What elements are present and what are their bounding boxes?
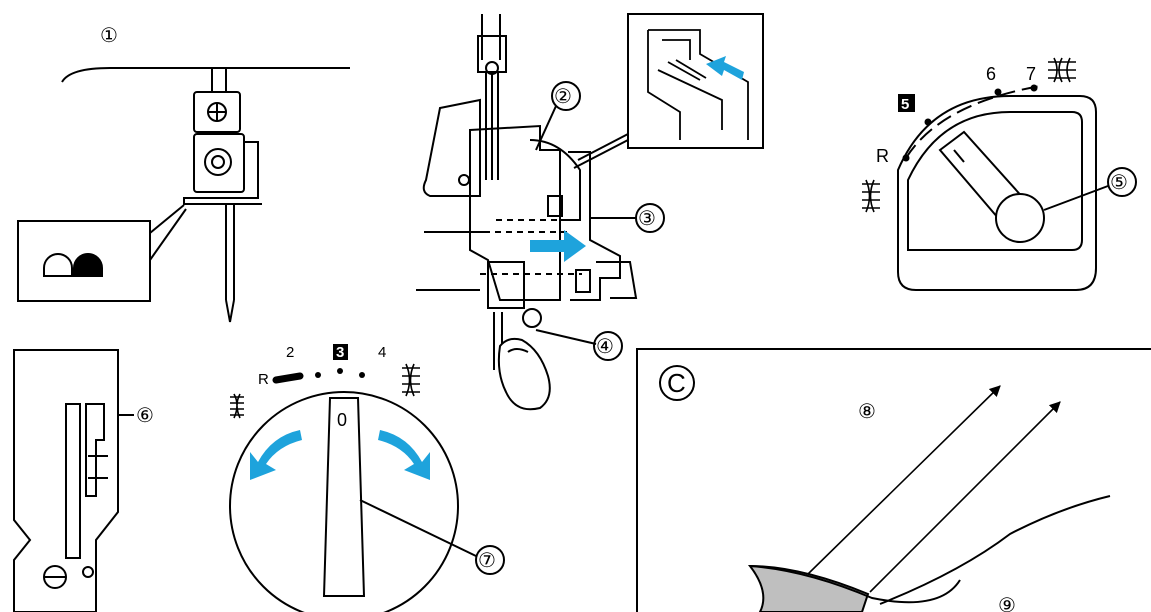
dial-large-label-5: 5: [901, 96, 909, 113]
callout-4: ④: [596, 336, 614, 358]
callout-7: ⑦: [478, 550, 496, 572]
callout-6: ⑥: [136, 405, 154, 427]
panel-c-letter: C: [667, 368, 686, 398]
callout-5: ⑤: [1110, 172, 1128, 194]
needle-position-right-icon: [73, 253, 103, 277]
needle-position-left-icon: [43, 253, 73, 277]
panel-c-figure: [636, 348, 1151, 612]
dial-large-label-7: 7: [1026, 64, 1036, 84]
dial-large-label-6: 6: [986, 64, 996, 84]
dial-small-label-r: R: [258, 371, 269, 388]
stitch-stretch-icon: [1048, 57, 1076, 83]
dial-small-selected-box: [333, 344, 348, 360]
stitch-long-icon: [402, 363, 420, 397]
dial-small-indicator: [322, 397, 366, 597]
callout-9: ⑨: [998, 595, 1016, 612]
dial-small-label-2: 2: [286, 344, 294, 361]
stitch-length-dial: 2 3 4 R 0: [229, 344, 505, 612]
callout-2: ②: [554, 86, 572, 108]
fabric-strip: [747, 564, 870, 612]
needle-assembly-figure: ①: [17, 25, 350, 323]
turn-right-arrow-icon: [378, 430, 430, 480]
needle-plate-figure: ⑥: [13, 349, 154, 612]
presser-foot-mechanism-figure: [416, 13, 764, 411]
dial-small-knob: [229, 391, 459, 612]
callout-1: ①: [100, 25, 118, 47]
turn-left-arrow-icon: [250, 430, 302, 480]
stitch-short-icon: [230, 393, 244, 419]
differential-feed-dial: [862, 57, 1137, 291]
dial-large-selected-box: [898, 94, 915, 112]
callout-3: ③: [638, 208, 656, 230]
stitch-gather-icon: [862, 179, 880, 213]
push-right-arrow-icon: [530, 230, 586, 262]
dial-large-label-r: R: [876, 146, 889, 166]
dial-small-label-4: 4: [378, 344, 386, 361]
callout-8: ⑧: [858, 401, 876, 423]
dial-small-label-3: 3: [336, 344, 344, 361]
dial-small-knob-mark: 0: [337, 410, 347, 430]
inset-push-arrow-icon: [706, 56, 744, 80]
